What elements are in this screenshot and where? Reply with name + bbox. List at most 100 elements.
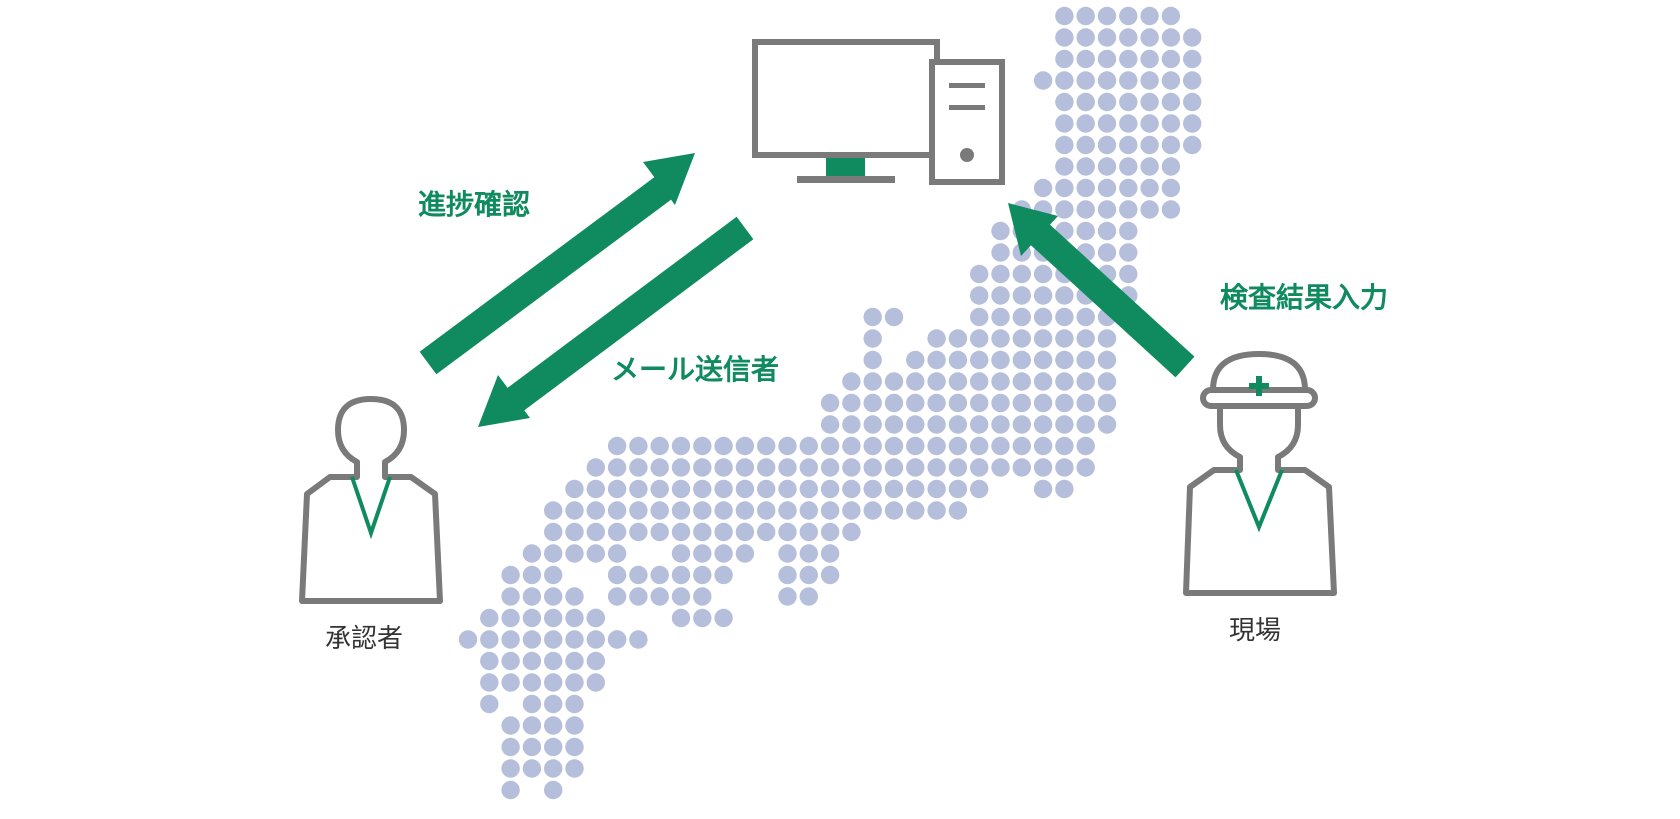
map-dot [1076, 6, 1095, 26]
map-dot [820, 479, 840, 499]
map-dot [693, 501, 712, 520]
map-dot [714, 501, 733, 520]
map-dot [863, 479, 882, 499]
map-dot [1119, 157, 1138, 176]
map-dot [1012, 372, 1031, 391]
map-dot [735, 522, 755, 542]
map-dot [1076, 307, 1095, 327]
map-dot [544, 630, 563, 649]
map-dot [1097, 157, 1117, 176]
map-dot [1161, 135, 1181, 155]
map-dot [714, 608, 733, 628]
map-dot [820, 415, 840, 434]
map-dot [820, 436, 840, 456]
map-dot [607, 587, 627, 606]
label-mail-sender: メール送信者 [611, 353, 780, 386]
map-dot [799, 501, 818, 520]
map-dot [1055, 157, 1074, 176]
map-dot [927, 436, 946, 456]
map-dot [1033, 458, 1053, 477]
map-dot [1012, 286, 1031, 305]
map-dot [1161, 6, 1181, 26]
map-dot [693, 458, 712, 477]
map-dot [565, 694, 584, 714]
map-dot [1140, 71, 1159, 90]
map-dot [1119, 221, 1138, 241]
map-dot [948, 415, 968, 434]
map-dot [820, 544, 840, 563]
map-dot [991, 372, 1010, 391]
map-dot [1076, 28, 1095, 47]
map-dot [778, 587, 797, 606]
map-dot [693, 544, 712, 563]
map-dot [501, 737, 520, 757]
map-dot [1140, 178, 1159, 198]
map-dot [607, 479, 627, 499]
map-dot [927, 479, 946, 499]
map-dot [906, 372, 925, 391]
map-dot [671, 501, 691, 520]
map-dot [693, 522, 712, 542]
map-dot [650, 436, 669, 456]
map-dot [884, 307, 904, 327]
map-dot [735, 544, 755, 563]
map-dot [586, 501, 605, 520]
map-dot [1076, 114, 1095, 133]
map-dot [1033, 393, 1053, 413]
map-dot [948, 458, 968, 477]
map-dot [544, 716, 563, 735]
map-dot [1055, 436, 1074, 456]
map-dot [1140, 6, 1159, 26]
map-dot [544, 565, 563, 585]
map-dot [1183, 135, 1202, 155]
map-dot [1033, 479, 1053, 499]
map-dot [948, 501, 968, 520]
map-dot [1076, 350, 1095, 370]
map-dot [607, 522, 627, 542]
map-dot [842, 415, 861, 434]
map-dot [1076, 71, 1095, 90]
map-dot [757, 458, 776, 477]
map-dot [884, 479, 904, 499]
map-dot [1097, 393, 1117, 413]
map-dot [1161, 114, 1181, 133]
map-dot [1076, 200, 1095, 219]
map-dot [1097, 200, 1117, 219]
map-dot [1140, 200, 1159, 219]
map-dot [671, 436, 691, 456]
map-dot [863, 458, 882, 477]
map-dot [1183, 92, 1202, 112]
map-dot [1097, 49, 1117, 69]
map-dot [1097, 135, 1117, 155]
map-dot [970, 458, 989, 477]
map-dot [501, 780, 520, 800]
map-dot [671, 479, 691, 499]
map-dot [1097, 6, 1117, 26]
map-dot [480, 608, 499, 628]
map-dot [458, 630, 478, 649]
map-dot [1097, 372, 1117, 391]
map-dot [714, 522, 733, 542]
map-dot [693, 436, 712, 456]
map-dot [544, 673, 563, 692]
map-dot [544, 501, 563, 520]
map-dot [906, 479, 925, 499]
map-dot [884, 393, 904, 413]
map-dot [1033, 350, 1053, 370]
map-dot [480, 673, 499, 692]
map-dot [1119, 264, 1138, 284]
map-dot [991, 329, 1010, 348]
map-dot [586, 522, 605, 542]
map-dot [544, 651, 563, 671]
map-dot [714, 436, 733, 456]
map-dot [544, 759, 563, 778]
map-dot [970, 307, 989, 327]
map-dot [778, 458, 797, 477]
map-dot [1119, 243, 1138, 262]
map-dot [735, 436, 755, 456]
map-dot [1119, 135, 1138, 155]
map-dot [522, 608, 542, 628]
map-dot [863, 393, 882, 413]
map-dot [842, 501, 861, 520]
map-dot [1076, 436, 1095, 456]
